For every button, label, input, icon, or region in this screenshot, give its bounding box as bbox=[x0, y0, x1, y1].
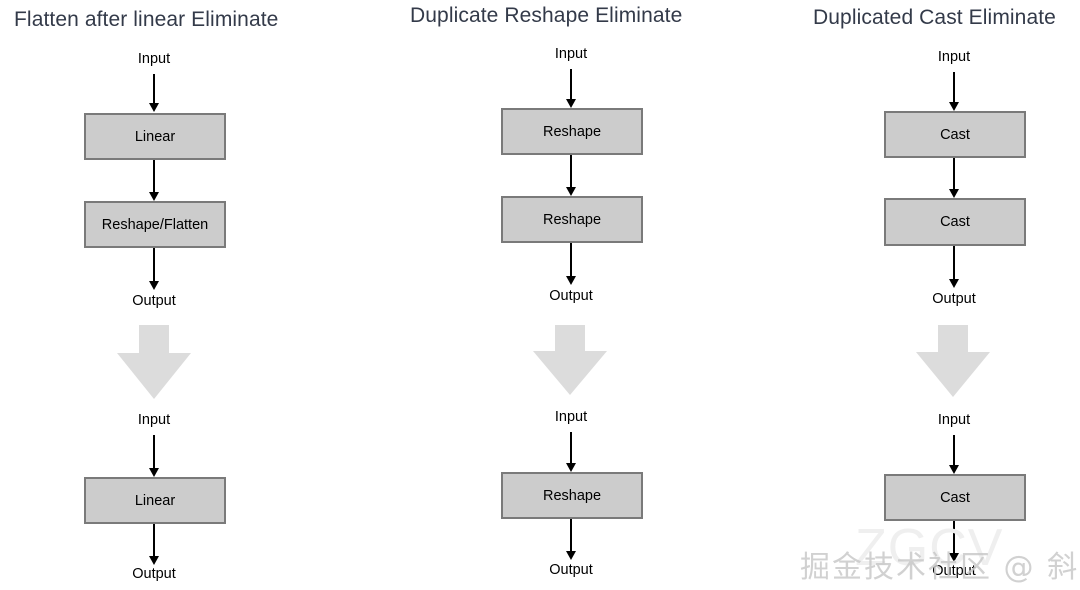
col1-transition-arrow bbox=[117, 325, 191, 399]
col1-before-node-reshape-flatten[interactable]: Reshape/Flatten bbox=[84, 201, 226, 248]
col2-after-node-reshape[interactable]: Reshape bbox=[501, 472, 643, 519]
col3-after-output-label: Output bbox=[932, 563, 976, 579]
col2-before-input-label: Input bbox=[554, 46, 588, 62]
col2-before-output-label: Output bbox=[549, 288, 593, 304]
col1-before-node-linear[interactable]: Linear bbox=[84, 113, 226, 160]
column-title-3: Duplicated Cast Eliminate bbox=[813, 6, 1056, 29]
col1-before-input-label: Input bbox=[137, 51, 171, 67]
col2-after-arrow-input-to-node1 bbox=[565, 432, 577, 472]
col1-after-input-label: Input bbox=[137, 412, 171, 428]
col1-after-arrow-input-to-node1 bbox=[148, 435, 160, 477]
col3-before-output-label: Output bbox=[932, 291, 976, 307]
col1-before-arrow-input-to-node1 bbox=[148, 74, 160, 112]
col2-before-node-reshape-2[interactable]: Reshape bbox=[501, 196, 643, 243]
col3-before-arrow-node1-to-node2 bbox=[948, 158, 960, 198]
col1-after-arrow-node1-to-output bbox=[148, 524, 160, 565]
col3-before-input-label: Input bbox=[937, 49, 971, 65]
col2-before-arrow-node1-to-node2 bbox=[565, 155, 577, 196]
col2-before-arrow-input-to-node1 bbox=[565, 69, 577, 108]
col3-after-node-cast[interactable]: Cast bbox=[884, 474, 1026, 521]
col3-transition-arrow bbox=[916, 325, 990, 397]
col3-before-node-cast-2[interactable]: Cast bbox=[884, 198, 1026, 246]
col2-after-arrow-node1-to-output bbox=[565, 519, 577, 560]
col1-before-output-label: Output bbox=[132, 293, 176, 309]
col3-before-node-cast-1[interactable]: Cast bbox=[884, 111, 1026, 158]
col3-before-arrow-node2-to-output bbox=[948, 246, 960, 288]
column-title-2: Duplicate Reshape Eliminate bbox=[410, 4, 683, 27]
col2-transition-arrow bbox=[533, 325, 607, 395]
col1-before-arrow-node1-to-node2 bbox=[148, 160, 160, 201]
col3-after-input-label: Input bbox=[937, 412, 971, 428]
column-title-1: Flatten after linear Eliminate bbox=[14, 8, 279, 31]
col1-after-output-label: Output bbox=[132, 566, 176, 582]
col3-before-arrow-input-to-node1 bbox=[948, 72, 960, 111]
col3-after-arrow-node1-to-output bbox=[948, 521, 960, 562]
col3-after-arrow-input-to-node1 bbox=[948, 435, 960, 474]
col2-before-arrow-node2-to-output bbox=[565, 243, 577, 285]
col2-after-output-label: Output bbox=[549, 562, 593, 578]
col1-after-node-linear[interactable]: Linear bbox=[84, 477, 226, 524]
col1-before-arrow-node2-to-output bbox=[148, 248, 160, 290]
watermark-ghost-text: ZGCV bbox=[855, 519, 1004, 577]
col2-after-input-label: Input bbox=[554, 409, 588, 425]
col2-before-node-reshape-1[interactable]: Reshape bbox=[501, 108, 643, 155]
